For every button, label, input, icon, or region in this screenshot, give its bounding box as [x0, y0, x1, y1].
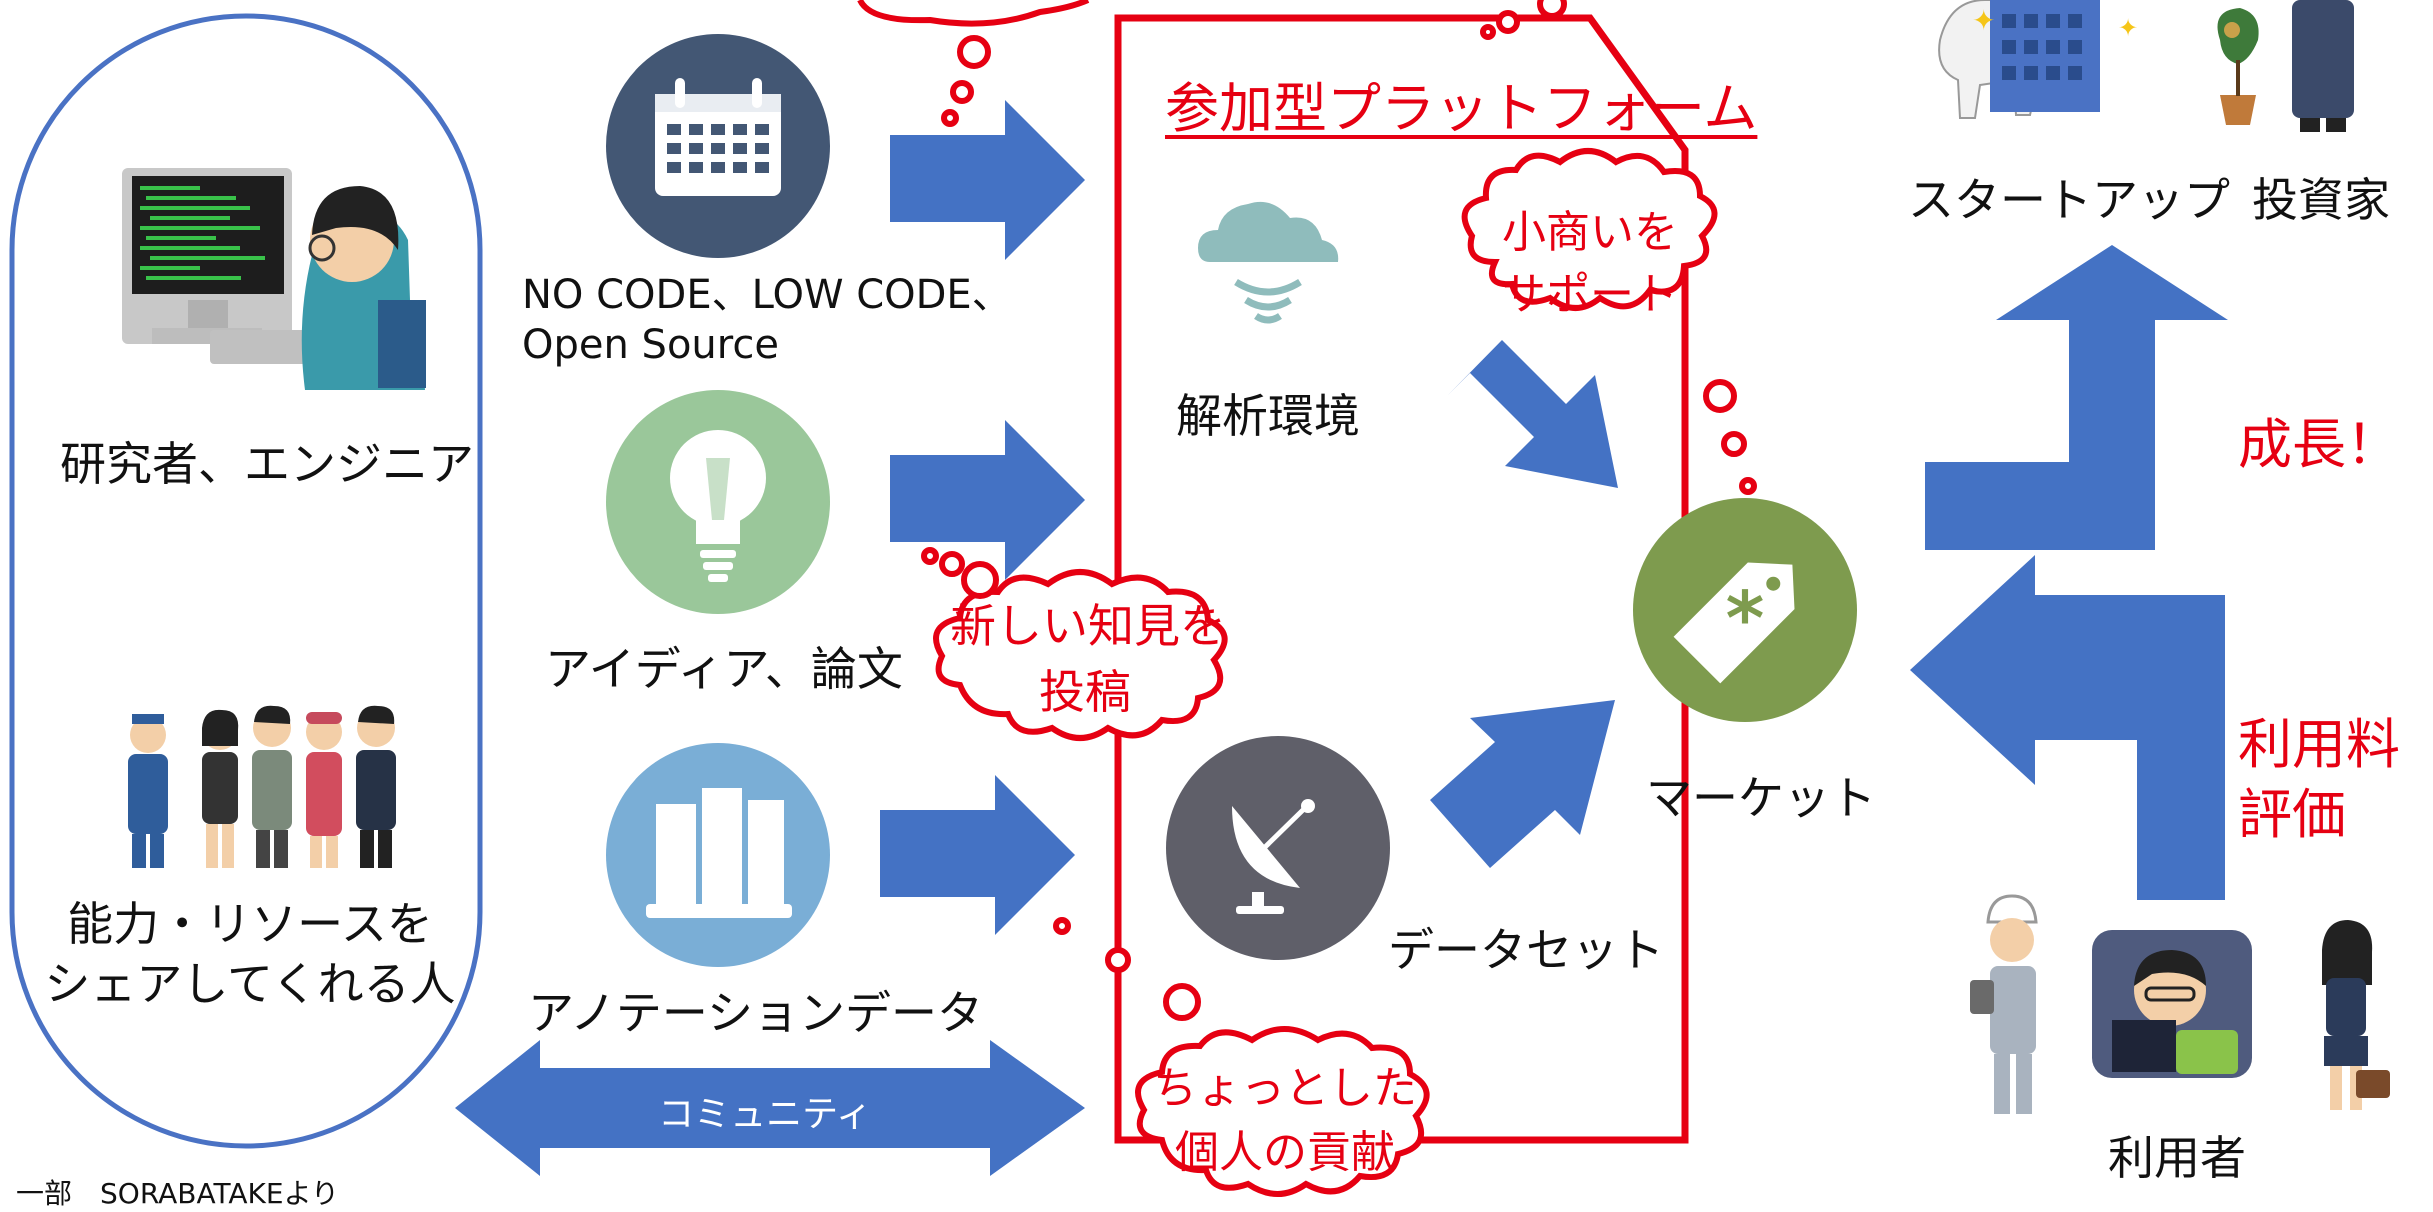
- bubble-dot: [939, 551, 965, 577]
- credit-note: 一部 SORABATAKEより: [16, 1177, 340, 1210]
- bubble-dot: [1053, 917, 1071, 935]
- contribution-bubble-line2: 個人の貢献: [1175, 1127, 1395, 1178]
- worker-user-illustration: [1970, 894, 2038, 1114]
- support-bubble-line1: 小商いを: [1502, 207, 1678, 258]
- nocode-label-line2: Open Source: [522, 322, 779, 368]
- student-user-illustration: [2322, 920, 2390, 1110]
- arrow-fee: [1910, 555, 2225, 900]
- investor-label: 投資家: [2252, 173, 2390, 227]
- bubble-dot: [1480, 24, 1496, 40]
- bubble-dot: [921, 547, 939, 565]
- platform-title: 参加型プラットフォーム: [1165, 77, 1758, 140]
- user-label: 利用者: [2108, 1131, 2246, 1185]
- knowledge-bubble-line2: 投稿: [1039, 665, 1131, 719]
- researchers-label: 研究者、エンジニア: [60, 437, 474, 491]
- svg-text:✦: ✦: [2118, 14, 2138, 42]
- top-bubble-fragment: [857, 0, 1090, 27]
- community-label: コミュニティ: [658, 1094, 872, 1135]
- growth-label: 成長！: [2238, 413, 2400, 476]
- startup-illustration: ✦ ✦: [1938, 0, 2138, 119]
- cloud-icon: [1198, 201, 1339, 324]
- knowledge-bubble-line1: 新しい知見を: [950, 599, 1226, 653]
- arrow-growth: [1925, 245, 2228, 550]
- arrow-dataset-to-market: [1430, 700, 1615, 868]
- left-group-frame: [9, 13, 483, 1149]
- documents-icon: [606, 743, 830, 967]
- bubble-dot: [1496, 10, 1520, 34]
- knowledge-bubble: [933, 569, 1228, 741]
- calendar-icon: [606, 34, 830, 258]
- satellite-dish-icon: [1166, 736, 1390, 960]
- svg-text:*: *: [1726, 576, 1765, 662]
- bubble-dot: [1537, 0, 1567, 19]
- nocode-label-line1: NO CODE、LOW CODE、: [522, 272, 1012, 318]
- bubble-dot: [1721, 431, 1747, 457]
- researcher-illustration: [122, 168, 426, 390]
- programmer-user-illustration: [2092, 930, 2252, 1078]
- startup-label: スタートアップ: [1908, 173, 2230, 227]
- sharers-label-line2: シェアしてくれる人: [44, 957, 456, 1011]
- bubble-dot: [1163, 983, 1201, 1021]
- analysis-env-label: 解析環境: [1176, 389, 1360, 443]
- annotation-label: アノテーションデータ: [528, 986, 983, 1040]
- bubble-dot: [941, 109, 959, 127]
- bubble-dot: [1703, 379, 1737, 413]
- contribution-bubble: [1135, 1026, 1430, 1197]
- contribution-bubble-line1: ちょっとした: [1153, 1063, 1417, 1114]
- dataset-label: データセット: [1388, 923, 1664, 977]
- bubble-dot: [1739, 477, 1757, 495]
- market-label: マーケット: [1646, 771, 1876, 825]
- community-arrow: [455, 1040, 1085, 1176]
- support-bubble-line2: サポート: [1502, 269, 1678, 320]
- support-bubble: [1461, 148, 1718, 311]
- sharers-label-line1: 能力・リソースを: [67, 897, 433, 951]
- lightbulb-icon: [606, 390, 830, 614]
- idea-label: アイディア、論文: [545, 642, 903, 696]
- arrow-idea: [890, 420, 1085, 580]
- fee-label-line2: 評価: [2238, 783, 2346, 846]
- investor-illustration: [2217, 0, 2354, 132]
- svg-text:✦: ✦: [1972, 4, 1995, 37]
- bubble-dot: [961, 561, 999, 599]
- arrow-analysis-to-market: [1448, 340, 1618, 488]
- bubble-dot: [950, 80, 974, 104]
- price-tag-icon: *: [1633, 498, 1857, 722]
- bubble-dot: [1105, 947, 1131, 973]
- arrow-nocode: [890, 100, 1085, 260]
- workers-group-illustration: [128, 705, 396, 868]
- fee-label-line1: 利用料: [2238, 713, 2400, 776]
- bubble-dot: [957, 35, 991, 69]
- arrow-annotation: [880, 775, 1075, 935]
